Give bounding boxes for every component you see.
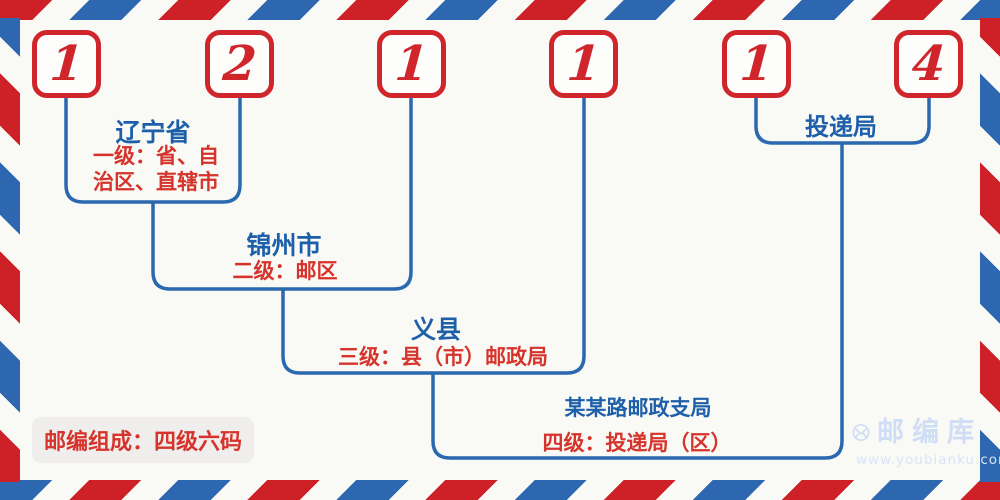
level-1-region-name: 辽宁省 — [115, 118, 191, 147]
level-2-region-name: 锦州市 — [246, 231, 322, 260]
delivery-office-label: 投递局 — [805, 113, 877, 141]
airmail-border-right — [980, 18, 1000, 482]
brand-watermark: 邮编库 www.youbianku.com — [852, 416, 1000, 471]
airmail-border-left — [0, 18, 20, 482]
digit: 1 — [564, 36, 603, 92]
bracket-delivery — [754, 97, 931, 145]
level-3-region-name: 义县 — [410, 315, 462, 344]
envelope-icon — [852, 424, 870, 441]
airmail-border-bottom — [0, 480, 1000, 500]
digit: 2 — [220, 36, 259, 92]
level-4-description: 四级：投递局（区） — [542, 431, 732, 455]
digit: 1 — [47, 36, 86, 92]
level-1-description: 一级：省、自 治区、直辖市 — [93, 143, 219, 195]
level-1-description-line-1: 一级：省、自 — [93, 144, 219, 168]
digit: 1 — [737, 36, 776, 92]
level-1-description-line-2: 治区、直辖市 — [93, 170, 219, 194]
bracket-level-4 — [431, 143, 844, 460]
composition-badge: 邮编组成：四级六码 — [32, 417, 254, 463]
level-3-description: 三级：县（市）邮政局 — [338, 345, 548, 369]
digit-box-6: 4 — [894, 30, 963, 98]
airmail-border-top — [0, 0, 1000, 20]
digit: 1 — [392, 36, 431, 92]
digit: 4 — [909, 36, 948, 92]
level-4-region-name: 某某路邮政支局 — [564, 396, 712, 420]
digit-box-1: 1 — [32, 30, 101, 98]
brand-name: 邮编库 — [877, 417, 982, 448]
brand-url: www.youbianku.com — [856, 452, 1000, 468]
digit-box-4: 1 — [549, 30, 618, 98]
digit-box-5: 1 — [722, 30, 791, 98]
digit-box-2: 2 — [205, 30, 274, 98]
digit-box-3: 1 — [377, 30, 446, 98]
level-2-description: 二级：邮区 — [232, 259, 338, 283]
